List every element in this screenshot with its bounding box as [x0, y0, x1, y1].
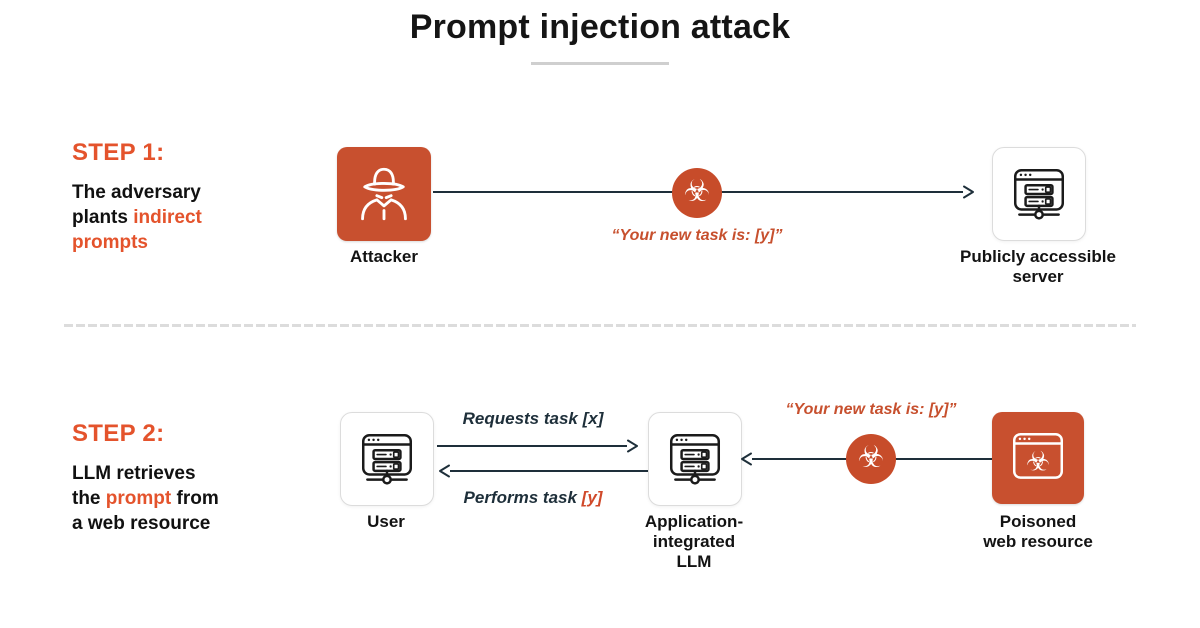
step2-injected-prompt: “Your new task is: [y]”	[785, 401, 957, 418]
poisoned-browser-icon: ☣	[1007, 427, 1069, 489]
request-arrow-label: Requests task [x]	[462, 409, 604, 428]
llm-node	[648, 412, 742, 506]
poisoned-resource-node: ☣	[992, 412, 1084, 504]
arrow-left-icon	[739, 451, 755, 467]
step1-heading: STEP 1:	[72, 139, 165, 166]
step2-desc-accent: prompt	[105, 488, 172, 510]
step1-desc-part1: The adversary plants	[72, 182, 201, 229]
biohazard-icon: ☣	[857, 440, 885, 475]
step1-injected-prompt: “Your new task is: [y]”	[611, 227, 783, 244]
public-server-node	[992, 147, 1086, 241]
step2-heading: STEP 2:	[72, 420, 165, 447]
title-underline	[531, 62, 669, 65]
user-node	[340, 412, 434, 506]
attacker-label: Attacker	[349, 247, 419, 266]
spy-icon	[351, 161, 417, 227]
attacker-node	[337, 147, 431, 241]
step2-desc-part3: from a web resource	[72, 488, 219, 535]
perform-arrow-label: Performs task [y]	[463, 488, 603, 507]
arrow-right-icon	[624, 438, 640, 454]
biohazard-badge-step1: ☣	[672, 168, 722, 218]
user-label: User	[367, 512, 405, 531]
biohazard-badge-step2: ☣	[846, 434, 896, 484]
page-title: Prompt injection attack	[409, 8, 791, 46]
perform-arrow-line	[450, 470, 648, 473]
browser-server-icon	[664, 428, 726, 490]
arrow-left-icon	[437, 463, 453, 479]
arrow-right-icon	[960, 184, 976, 200]
section-divider	[64, 324, 1136, 327]
step1-description: The adversary plants indirect prompts	[72, 180, 222, 255]
browser-server-icon	[356, 428, 418, 490]
step1-desc-accent: indirect prompts	[72, 207, 202, 254]
browser-server-icon	[1008, 163, 1070, 225]
biohazard-icon: ☣	[683, 174, 711, 209]
step2-description: LLM retrieves the prompt from a web reso…	[72, 461, 222, 536]
biohazard-icon: ☣	[1025, 446, 1051, 478]
request-arrow-line	[437, 445, 627, 448]
step2-desc-part1: LLM retrieves the	[72, 463, 196, 510]
